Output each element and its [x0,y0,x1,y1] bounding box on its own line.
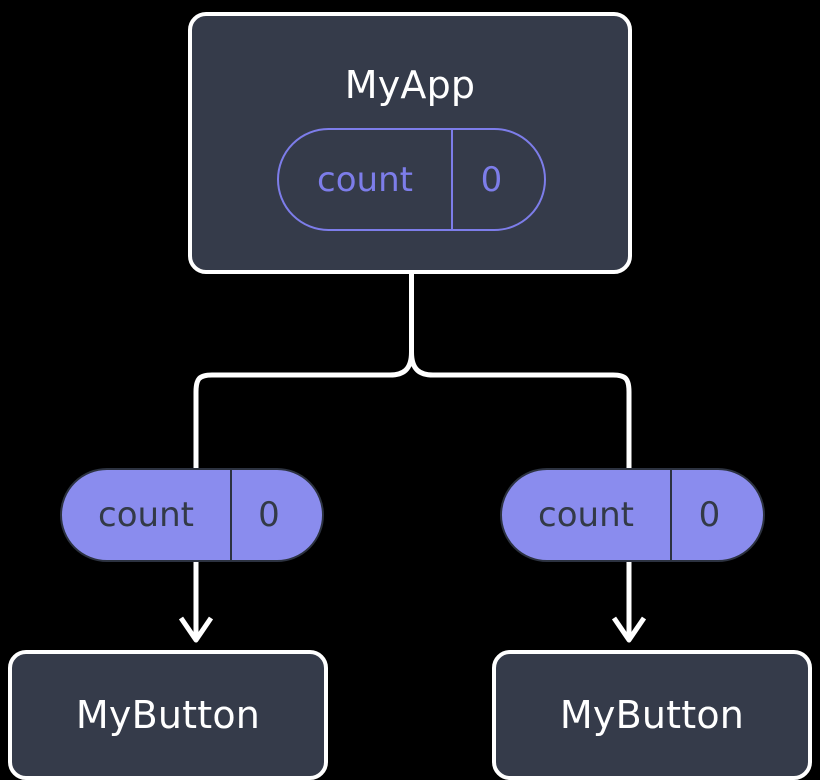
state-value-label: 0 [258,495,280,535]
state-pill-child-right[interactable]: count 0 [500,468,765,562]
component-title-myapp: MyApp [344,63,476,107]
state-value-label: 0 [698,495,721,535]
state-key-label: count [62,470,232,560]
edge-branch-right [409,351,632,468]
state-pill-myapp[interactable]: count 0 [277,128,546,231]
component-node-mybutton-left[interactable]: MyButton [8,650,328,780]
edge-branch-left [193,351,414,468]
state-key-label: count [502,470,672,560]
state-value-label: 0 [480,159,503,200]
component-title-mybutton: MyButton [75,693,261,737]
state-key-label: count [279,130,453,229]
component-title-mybutton: MyButton [559,693,745,737]
state-pill-child-left[interactable]: count 0 [60,468,324,562]
component-node-mybutton-right[interactable]: MyButton [492,650,812,780]
arrow-head-right [611,616,647,643]
arrow-head-left [178,616,214,643]
